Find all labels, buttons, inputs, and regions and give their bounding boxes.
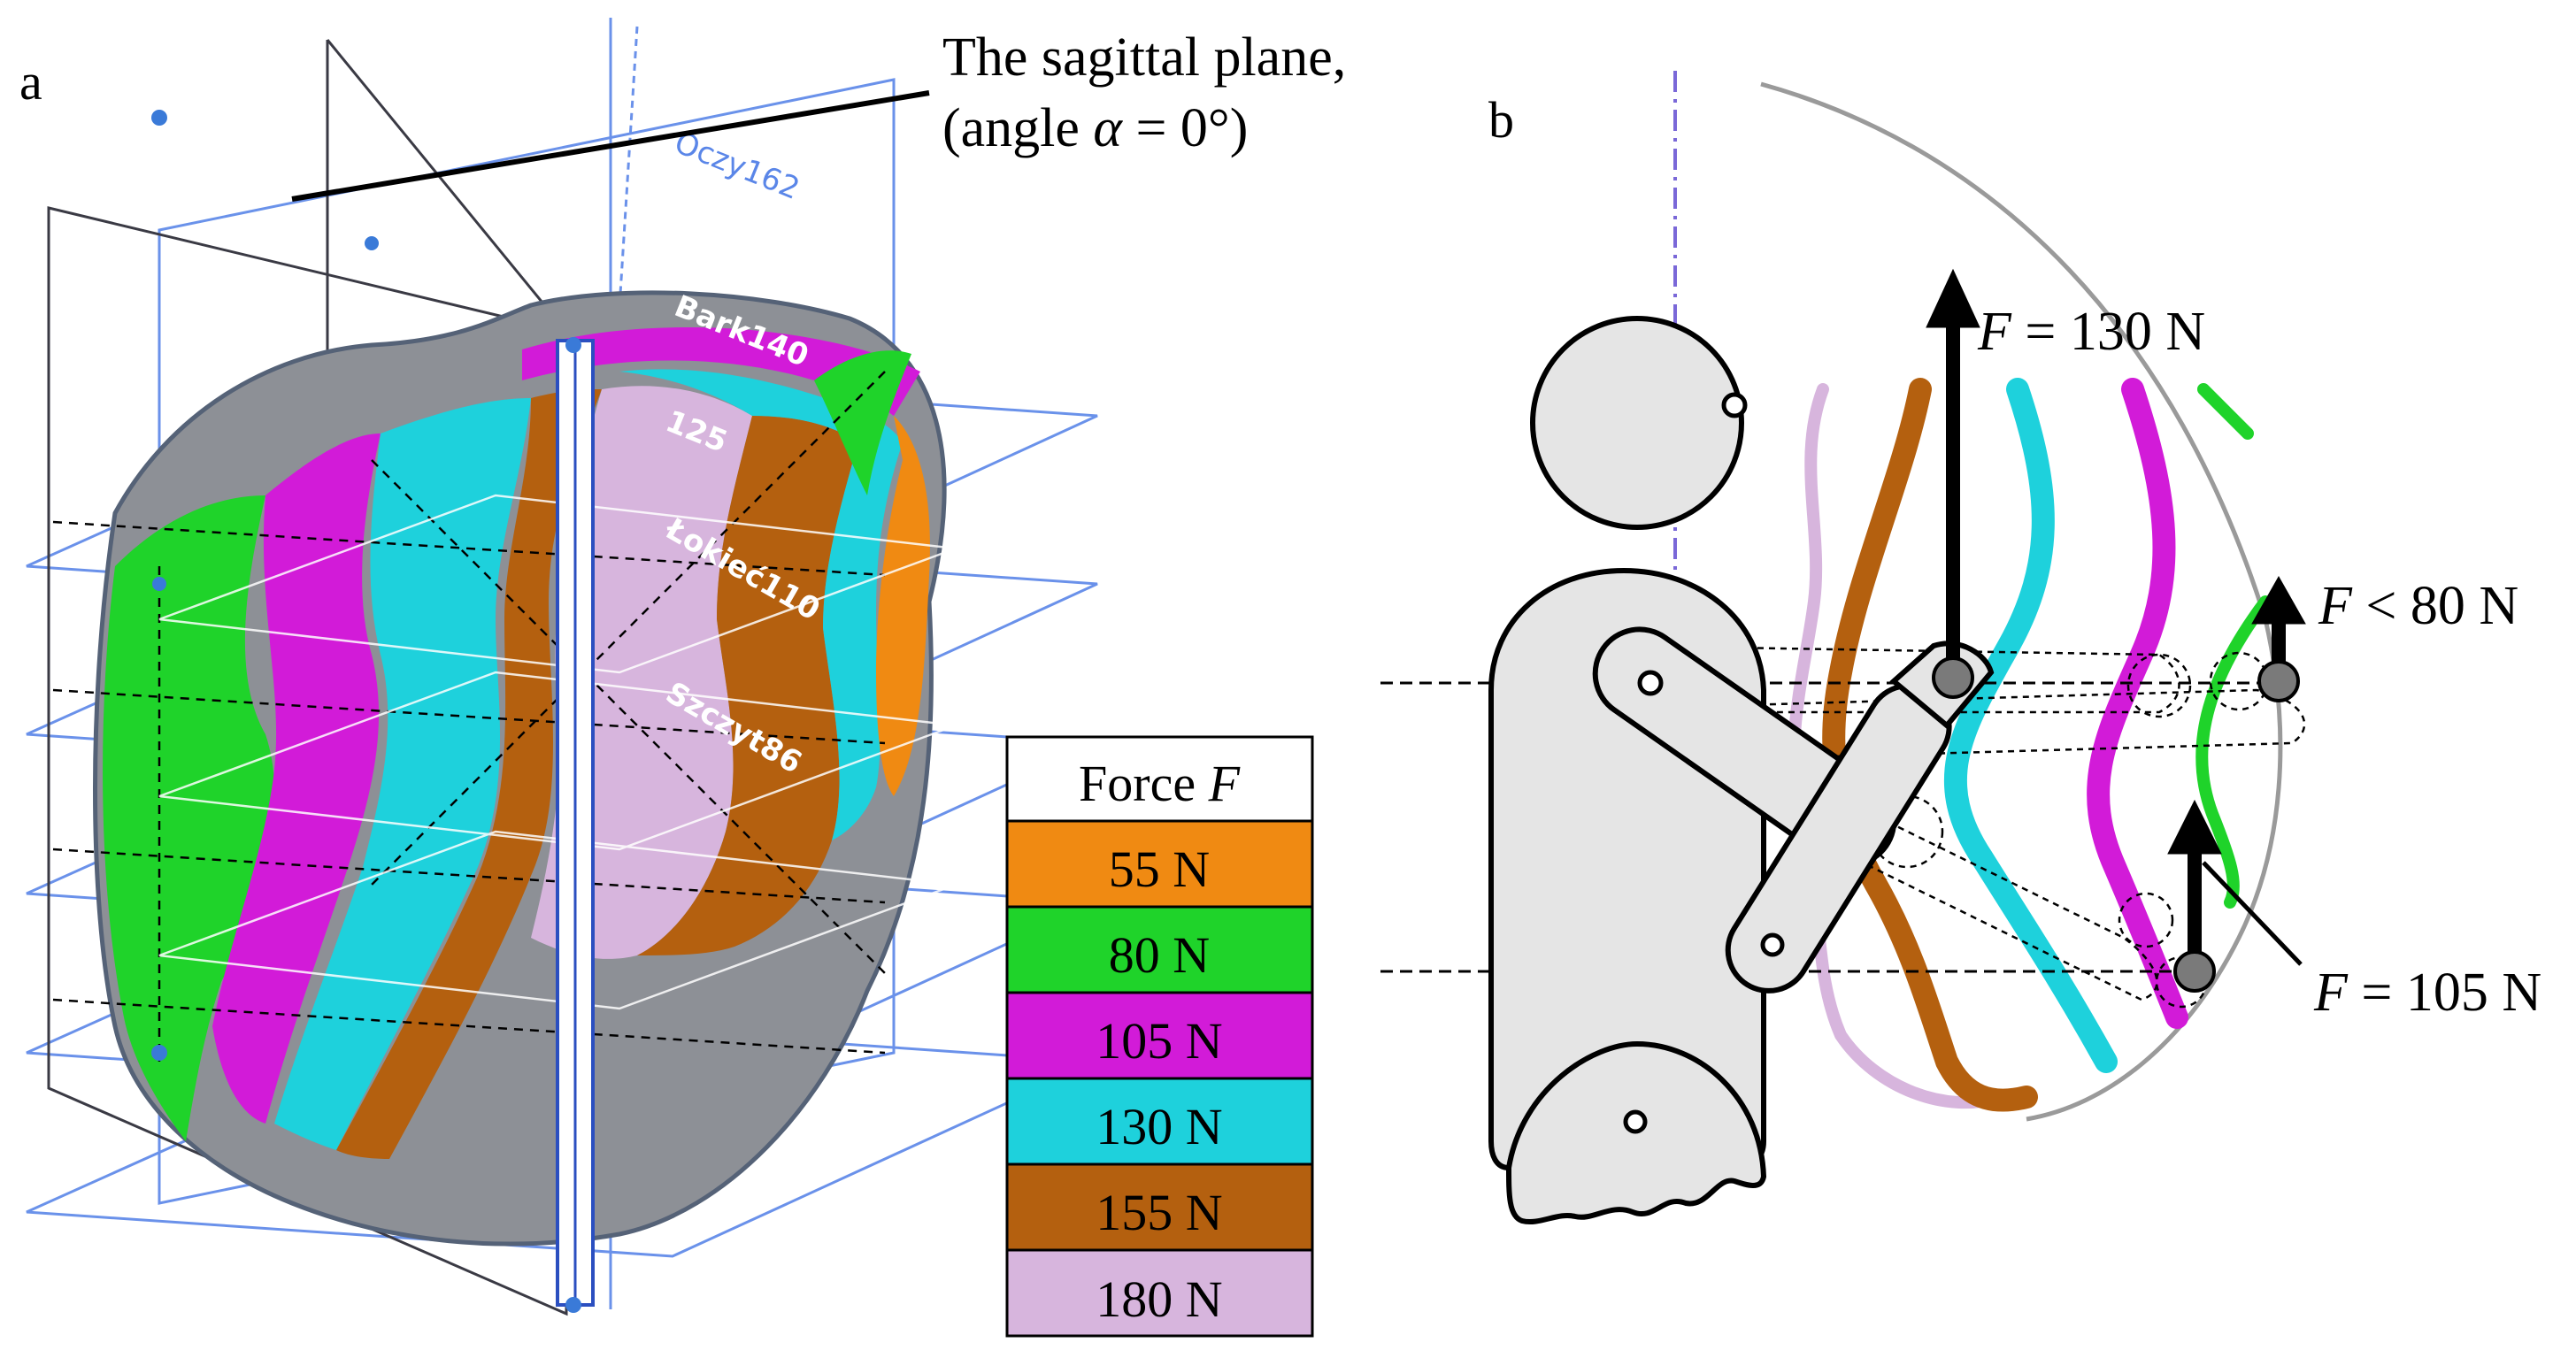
arrow-head-105n	[2167, 799, 2222, 855]
dashed-construction	[52, 371, 886, 1062]
arrow-head-80n	[2251, 575, 2306, 625]
legend-label-105: 105 N	[1096, 1012, 1222, 1070]
grip-points	[1932, 656, 2300, 993]
curve-130n	[1943, 378, 2118, 1073]
legend-swatch-155	[1005, 1162, 1314, 1252]
band-155n-left	[336, 389, 602, 1159]
label-f80: F < 80 N	[2318, 576, 2518, 636]
force-arrows	[1926, 268, 2306, 952]
legend-row: 105 N	[1005, 991, 1314, 1080]
band-105n-right	[522, 327, 920, 416]
label-f130: F = 130 N	[1977, 302, 2205, 362]
legend-label-80: 80 N	[1109, 926, 1210, 984]
legend-title: Force F	[1079, 755, 1241, 812]
mannequin-head	[1530, 316, 1744, 530]
grip-130n	[1932, 656, 1974, 699]
legend-label-130: 130 N	[1096, 1098, 1222, 1155]
legend-swatch-180	[1005, 1248, 1314, 1338]
legend: Force F 55 N 80 N 105 N 130 N 155 N 180 …	[1005, 735, 1314, 1338]
legend-label-155: 155 N	[1096, 1184, 1222, 1241]
legend-swatch-105	[1005, 991, 1314, 1080]
band-105n-left	[212, 433, 381, 1124]
panel-b: b	[1380, 71, 2541, 1224]
band-80n	[103, 495, 275, 1141]
band-130n-left	[274, 398, 531, 1150]
band-80n-top	[814, 350, 911, 495]
legend-swatch-80	[1005, 905, 1314, 994]
legend-row: 155 N	[1005, 1162, 1314, 1252]
panel-b-letter: b	[1488, 91, 1514, 149]
legend-title-cell	[1005, 735, 1314, 823]
surface-label-oczy: Oczy162	[670, 125, 805, 207]
legend-label-180: 180 N	[1096, 1270, 1222, 1328]
white-planes	[158, 494, 957, 1010]
legend-row: 55 N	[1005, 819, 1314, 909]
panel-a: a	[19, 18, 1346, 1316]
mannequin-shoulder-joint	[1637, 670, 1664, 696]
legend-label-55: 55 N	[1109, 840, 1210, 898]
mannequin-hip-joint	[1623, 1109, 1648, 1134]
arrow-head-130n	[1926, 268, 1980, 328]
band-130n-right	[619, 369, 903, 841]
mannequin-elbow-joint	[1760, 932, 1785, 957]
mannequin	[1488, 316, 1995, 1224]
curve-80n	[2195, 383, 2272, 909]
legend-row: 80 N	[1005, 905, 1314, 994]
legend-swatch-130	[1005, 1077, 1314, 1166]
guide-lines	[1380, 681, 2292, 973]
band-155n-right	[637, 416, 858, 955]
grip-105n	[2173, 950, 2216, 993]
annotation-line2: (angle α = 0°)	[942, 98, 1248, 158]
legend-row: 130 N	[1005, 1077, 1314, 1166]
mannequin-eye	[1721, 392, 1748, 418]
annotation-line1: The sagittal plane,	[942, 27, 1346, 88]
sagittal-plane	[556, 339, 595, 1307]
label-f105: F = 105 N	[2313, 963, 2541, 1023]
control-points	[151, 110, 581, 1313]
band-55n-right	[876, 416, 930, 796]
curve-105n	[2087, 378, 2188, 1029]
grip-80n	[2257, 660, 2300, 702]
annotation-leader	[291, 90, 930, 202]
leader-105n	[2202, 861, 2303, 966]
panel-a-letter: a	[19, 53, 42, 111]
legend-row: 180 N	[1005, 1248, 1314, 1338]
